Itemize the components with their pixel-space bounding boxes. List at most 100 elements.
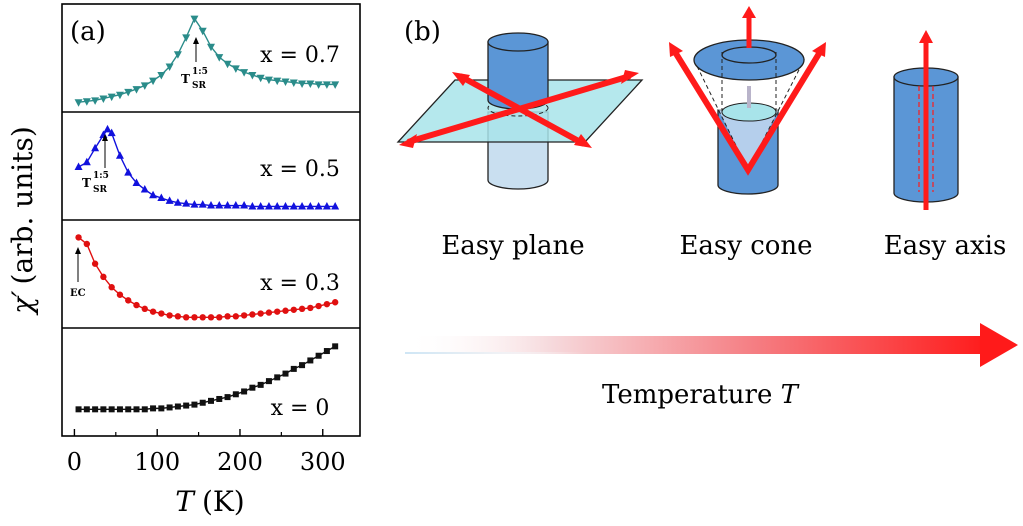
data-point	[108, 284, 115, 291]
data-point	[150, 405, 157, 412]
easy-cone-inner-top	[721, 46, 777, 64]
series-2	[75, 234, 339, 321]
x-tick-label: 100	[134, 448, 180, 476]
data-point	[289, 79, 298, 87]
data-point	[257, 381, 264, 388]
data-point	[323, 300, 331, 308]
data-point	[198, 27, 207, 36]
data-point	[307, 357, 314, 364]
data-point	[298, 80, 307, 88]
easy-plane-arrow-2	[458, 73, 586, 147]
tsr-arrow-head-x07	[193, 37, 199, 44]
data-point	[141, 305, 148, 313]
data-point	[165, 63, 174, 72]
data-point	[133, 301, 140, 309]
easy-cone-v-arrows	[672, 50, 823, 176]
data-point	[124, 168, 133, 176]
series-0	[74, 15, 340, 107]
data-point	[323, 348, 330, 355]
data-point	[198, 200, 207, 208]
data-point	[140, 82, 149, 90]
data-point	[116, 291, 124, 298]
series-label: x = 0.3	[260, 271, 340, 296]
data-point	[257, 310, 264, 317]
data-point	[140, 185, 149, 193]
tsr-sub-x05: SR	[93, 185, 107, 195]
data-point	[158, 405, 165, 412]
data-point	[125, 406, 132, 413]
data-point	[75, 406, 82, 413]
data-point	[82, 98, 91, 106]
data-point	[282, 370, 289, 377]
data-point	[231, 201, 240, 209]
ec-label: EC	[70, 288, 86, 299]
data-point	[165, 196, 174, 204]
data-point	[322, 201, 331, 210]
tsr-sup-x05: 1:5	[93, 171, 109, 181]
data-point	[207, 201, 215, 209]
data-point	[273, 201, 282, 210]
data-point	[223, 60, 232, 69]
easy-cone-illustration	[669, 6, 826, 195]
data-point	[166, 404, 173, 411]
data-point	[322, 81, 331, 89]
series-3	[75, 343, 339, 413]
data-point	[241, 388, 248, 395]
data-point	[149, 77, 158, 86]
easy-axis-caption: Easy axis	[884, 231, 1007, 261]
tsr-label-x05: T	[82, 176, 91, 190]
temperature-arrow-shaft	[405, 336, 990, 354]
series-label: x = 0.7	[260, 43, 340, 68]
temperature-label: Temperature T	[602, 380, 800, 410]
easy-plane-cylinder-top	[487, 32, 549, 52]
data-point	[306, 80, 315, 88]
data-point	[116, 406, 123, 413]
tsr-arrow-head-x05	[102, 134, 108, 141]
data-point	[191, 314, 198, 321]
data-point	[173, 198, 182, 206]
data-point	[103, 124, 112, 133]
temperature-arrow	[405, 323, 1018, 367]
data-point	[249, 384, 256, 391]
data-point	[332, 343, 339, 350]
series-layer: x = 0.7x = 0.5x = 0.3x = 0	[74, 15, 340, 421]
data-point	[91, 97, 100, 105]
data-point	[281, 201, 290, 210]
series-1	[74, 124, 340, 210]
data-point	[215, 201, 224, 209]
easy-cone-caption: Easy cone	[679, 231, 812, 261]
temperature-arrow-underline	[405, 352, 585, 354]
series-label: x = 0	[271, 396, 330, 421]
tsr-sub-x07: SR	[192, 81, 206, 91]
data-point	[216, 314, 223, 321]
data-point	[174, 403, 181, 410]
tsr-label-x07: T	[181, 72, 190, 86]
data-point	[133, 406, 140, 413]
data-point	[265, 309, 273, 316]
data-point	[306, 201, 315, 210]
easy-cone-left-arrow-head	[669, 42, 683, 57]
data-point	[282, 307, 289, 314]
data-point	[224, 313, 231, 320]
data-point	[107, 128, 116, 137]
temperature-arrow-head	[980, 323, 1018, 367]
tsr-sup-x07: 1:5	[192, 67, 208, 77]
data-point	[315, 352, 322, 359]
data-point	[265, 378, 272, 385]
ec-annotation: EC	[70, 247, 86, 299]
tsr-annotation-x05: T 1:5 SR	[82, 134, 109, 195]
data-point	[216, 395, 223, 402]
data-point	[273, 77, 282, 86]
data-point	[331, 201, 340, 210]
data-point	[125, 297, 132, 304]
data-point	[190, 200, 199, 208]
data-point	[240, 312, 248, 319]
data-point	[299, 362, 306, 369]
data-point	[274, 308, 281, 315]
ec-arrow-head	[75, 247, 81, 254]
data-point	[83, 406, 90, 413]
data-point	[115, 91, 124, 100]
easy-plane-arrow-1-head-a	[399, 134, 417, 148]
